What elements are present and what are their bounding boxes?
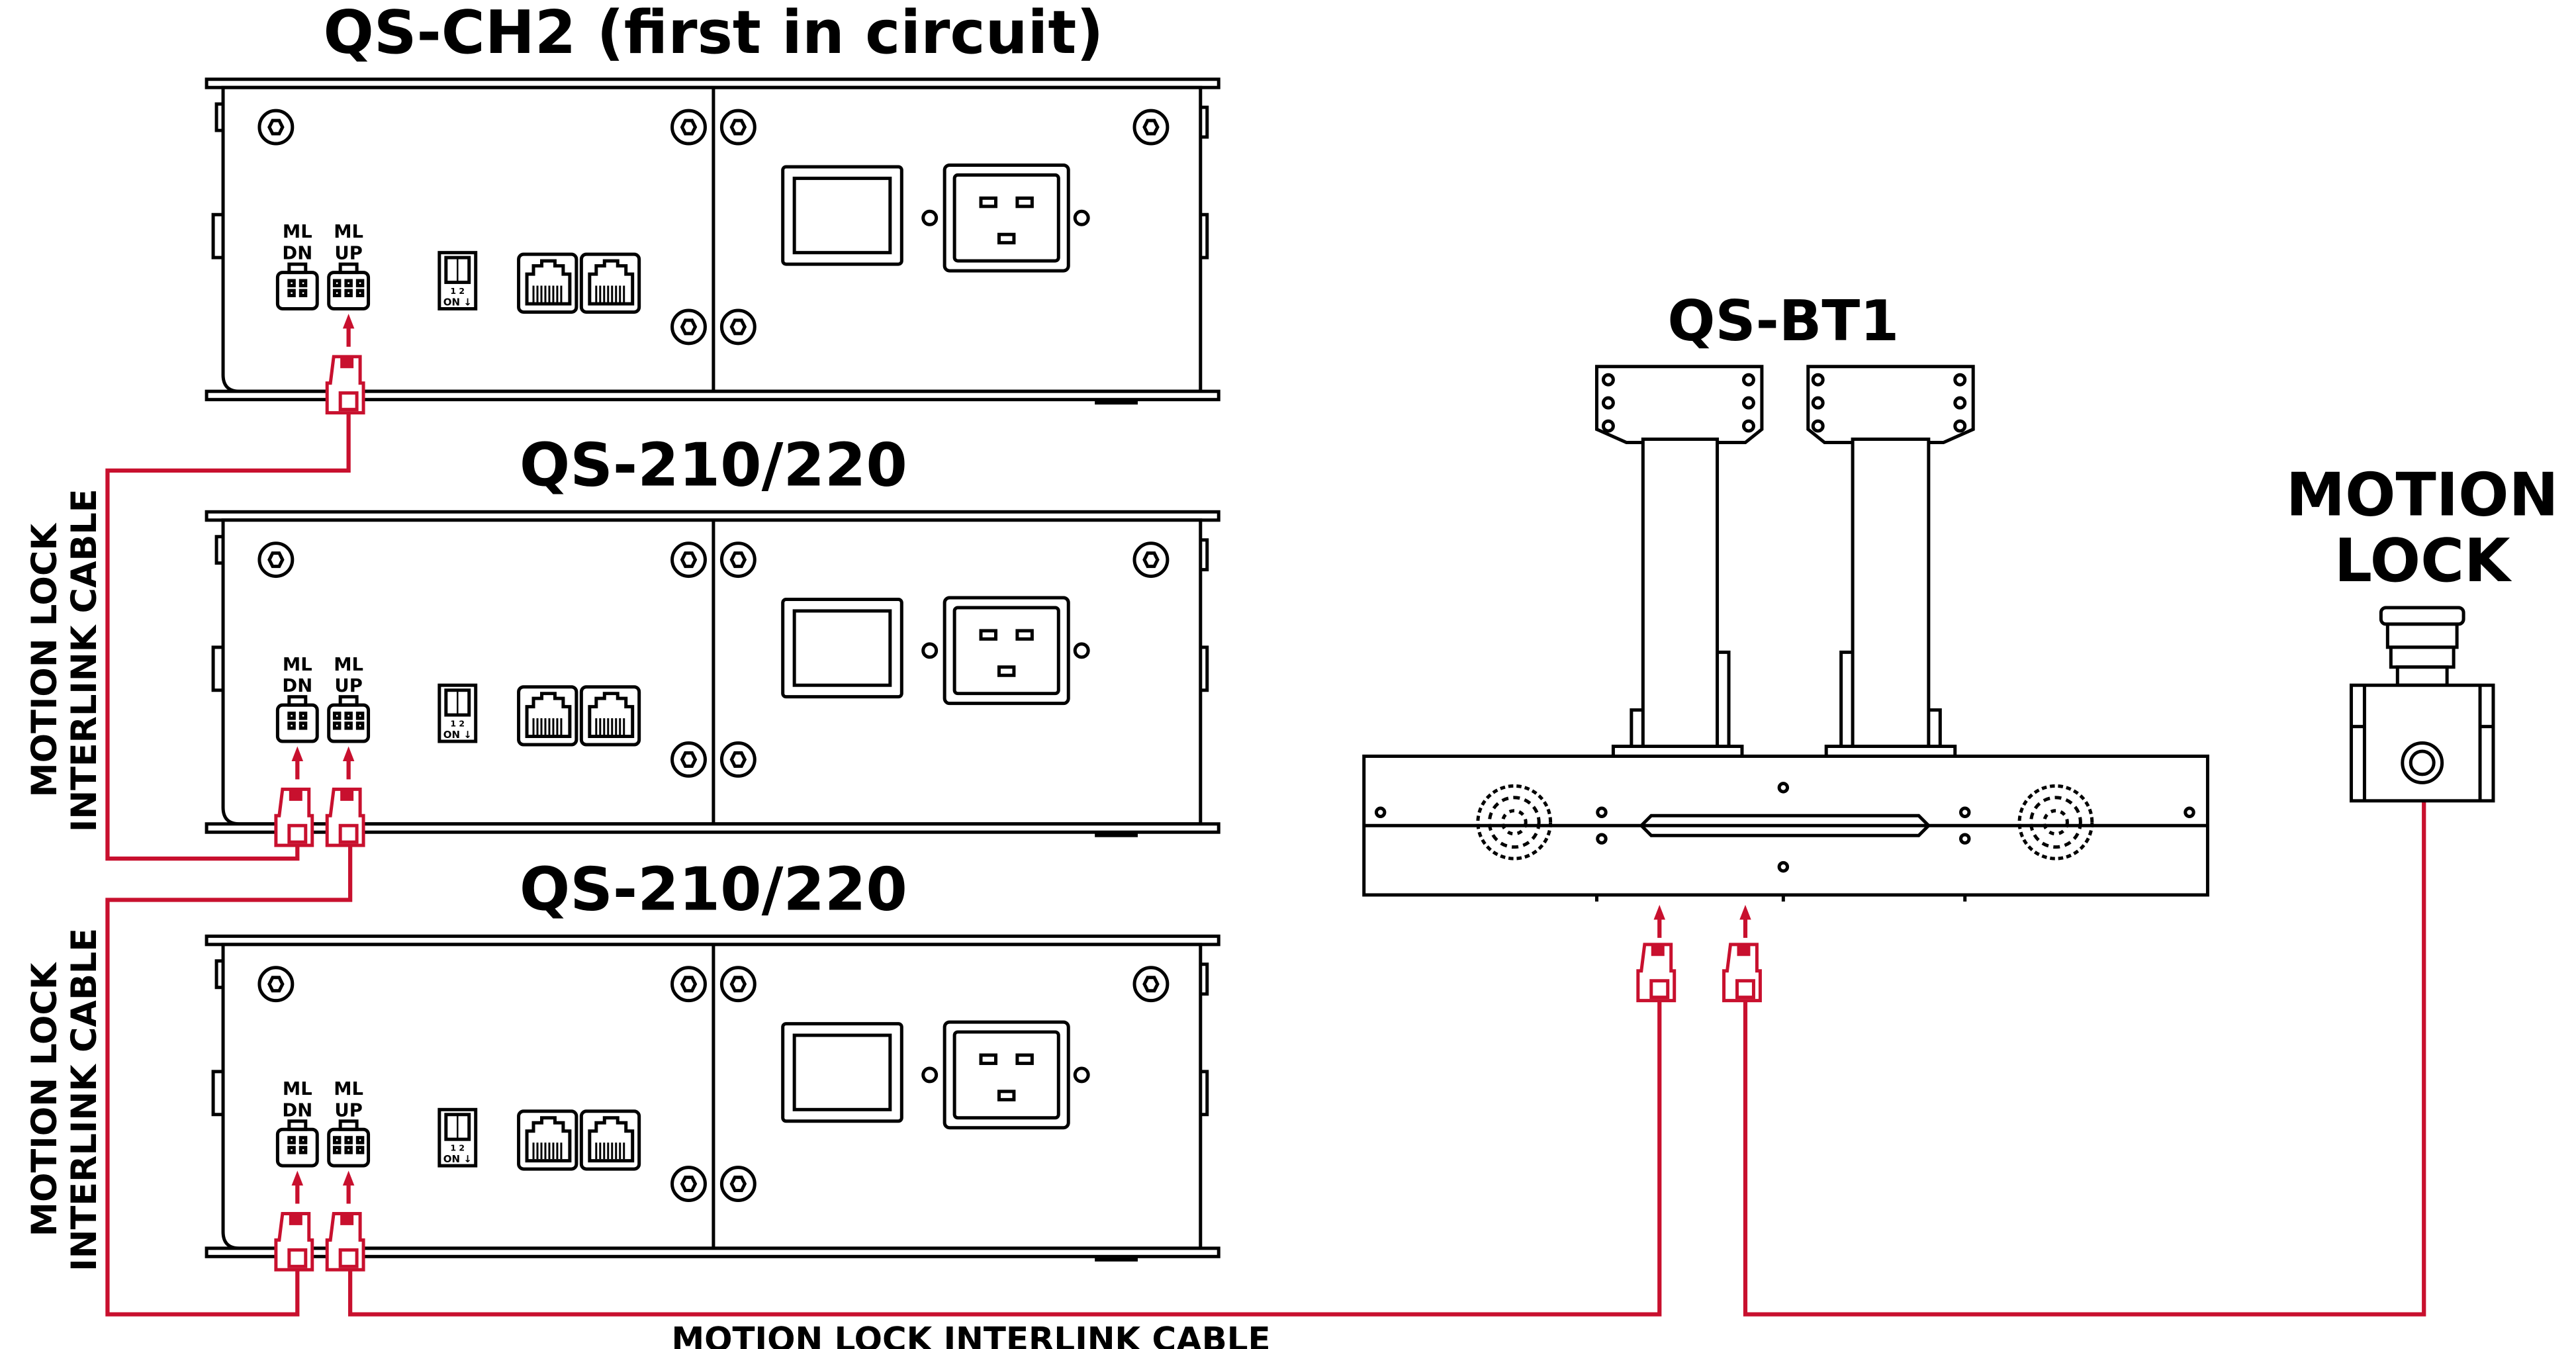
side-cable-label-2: MOTION LOCK INTERLINK CABLE [24,928,105,1272]
ml-up-label-1: ML [334,222,363,242]
screw-icon [672,111,706,144]
screw-icon [259,968,293,1001]
ml-dn-label-1: ML [283,1079,312,1099]
rj45-port[interactable] [517,1109,578,1171]
power-switch[interactable] [781,165,903,266]
screw-icon [672,743,706,776]
ml-dn-port[interactable] [275,262,319,310]
screw-icon [672,543,706,577]
iec-power-inlet [921,1020,1090,1130]
motion-lock-title-2: LOCK [2334,527,2512,596]
ml-dn-port[interactable] [275,695,319,743]
label-line-1: MOTION LOCK [24,522,65,798]
ml-up-port[interactable] [327,1119,371,1168]
base-plug-icon [1724,945,1761,1001]
dip-numbers: 1 2 [450,1143,465,1153]
unit-title: QS-CH2 (first in circuit) [324,0,1104,68]
unit-title: QS-210/220 [520,431,907,500]
cable-unit2-to-unit3 [105,839,353,1317]
base-leg-right [1806,365,1975,758]
base-handle [1639,814,1931,837]
motion-lock: MOTION LOCK [2286,461,2559,803]
iec-power-inlet [921,596,1090,706]
screw-icon [721,968,755,1001]
screw-icon [721,1168,755,1201]
base-title: QS-BT1 [1667,289,1899,354]
dip-switch[interactable]: 1 2ON ↓ [437,1107,478,1168]
bottom-cable-label: MOTION LOCK INTERLINK CABLE [672,1320,1271,1349]
ml-up-label-2: UP [334,1100,362,1121]
label-line-2: INTERLINK CABLE [64,488,105,832]
ml-up-label-1: ML [334,1079,363,1099]
label-line-1: MOTION LOCK [24,961,65,1236]
cable-plug-icon [327,789,363,845]
cable-plug-icon [276,1213,312,1270]
dip-switch[interactable]: 1 2ON ↓ [437,251,478,310]
ml-up-label-2: UP [334,676,362,696]
ml-dn-label-2: DN [282,676,312,696]
ml-up-port[interactable] [327,262,371,310]
screw-icon [721,743,755,776]
base-leg-left [1594,365,1764,758]
dip-switch[interactable]: 1 2ON ↓ [437,683,478,743]
cable-motionlock-to-base [1743,779,2426,1317]
ml-up-port[interactable] [327,695,371,743]
ml-up-label-2: UP [334,244,362,264]
rj45-port[interactable] [579,252,641,314]
dip-numbers: 1 2 [450,719,465,729]
screw-icon [259,543,293,577]
dip-on-label: ON ↓ [443,296,472,308]
dip-on-label: ON ↓ [443,729,472,741]
dip-on-label: ON ↓ [443,1153,472,1165]
cable-unit1-to-unit2 [105,406,351,861]
unit-title: QS-210/220 [520,855,907,924]
rj45-port[interactable] [579,1109,641,1171]
emergency-stop-button-icon [2379,606,2465,687]
screw-icon [672,1168,706,1201]
base-arrow-icon [1654,905,1665,938]
base-plug-icon [1638,945,1675,1001]
interlink-cables [105,406,2426,1317]
iec-power-inlet [921,163,1090,273]
screw-icon [721,543,755,577]
ml-dn-port[interactable] [275,1119,319,1168]
power-switch[interactable] [781,1022,903,1123]
dip-numbers: 1 2 [450,286,465,296]
screw-icon [259,111,293,144]
screw-icon [721,310,755,344]
ml-up-label-1: ML [334,655,363,675]
label-line-2: INTERLINK CABLE [64,928,105,1272]
cable-unit3-to-base [348,997,1662,1317]
screw-icon [1134,111,1168,144]
rj45-port[interactable] [579,685,641,747]
rj45-port[interactable] [517,685,578,747]
cable-plug-icon [276,789,312,845]
ml-dn-label-1: ML [283,655,312,675]
ml-dn-label-2: DN [282,244,312,264]
motion-lock-title-1: MOTION [2286,461,2559,530]
ml-dn-label-1: ML [283,222,312,242]
screw-icon [1134,968,1168,1001]
ml-dn-label-2: DN [282,1100,312,1121]
power-switch[interactable] [781,598,903,699]
cable-plug-icon [327,357,363,413]
screw-icon [672,968,706,1001]
rj45-port[interactable] [517,252,578,314]
screw-icon [721,111,755,144]
screw-icon [1134,543,1168,577]
side-cable-label-1: MOTION LOCK INTERLINK CABLE [24,488,105,832]
screw-icon [672,310,706,344]
cable-plug-icon [327,1213,363,1270]
qs-bt1-base: QS-BT1 [1362,289,2209,1001]
base-arrow-icon [1739,905,1751,938]
